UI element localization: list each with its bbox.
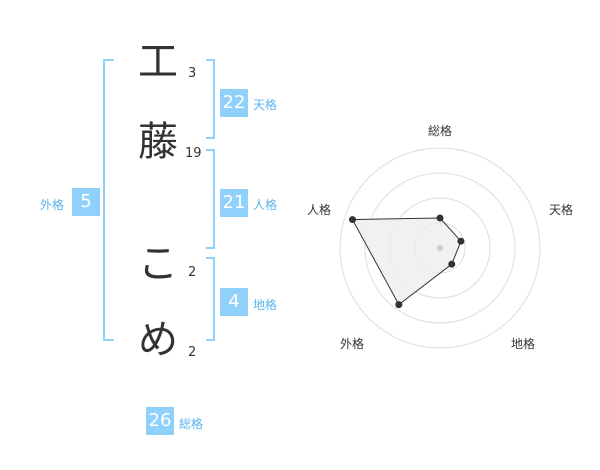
radar-axis-label-tenkaku: 天格 [549, 203, 574, 217]
chikaku-bracket [206, 257, 215, 341]
jinkaku-value: 21 [220, 189, 248, 217]
name-char-1: 工 [138, 39, 178, 85]
radar-point-3 [395, 301, 403, 309]
radar-ring [364, 172, 516, 324]
gaikaku-value: 5 [72, 188, 100, 216]
gaikaku-bracket [103, 59, 114, 341]
stroke-count-1: 3 [188, 66, 197, 81]
radar-axis-label-soukaku: 総格 [428, 124, 453, 138]
stroke-count-3: 2 [188, 265, 197, 280]
radar-axis-label-gaikaku: 外格 [340, 337, 365, 351]
radar-axis-label-chikaku: 地格 [511, 337, 536, 351]
jinkaku-bracket [206, 149, 215, 249]
tenkaku-bracket [206, 59, 215, 139]
tenkaku-value: 22 [220, 89, 248, 117]
stroke-count-4: 2 [188, 345, 197, 360]
soukaku-label: 総格 [179, 417, 204, 431]
chikaku-label: 地格 [253, 298, 278, 312]
radar-point-4 [349, 216, 357, 224]
radar-point-2 [448, 260, 456, 268]
radar-ring [339, 147, 541, 349]
chikaku-value: 4 [220, 288, 248, 316]
name-char-4: め [138, 317, 178, 363]
radar-axis-label-jinkaku: 人格 [307, 203, 332, 217]
radar-point-1 [457, 237, 465, 245]
radar-polygon [351, 217, 462, 306]
jinkaku-label: 人格 [253, 198, 278, 212]
tenkaku-label: 天格 [253, 98, 278, 112]
name-char-2: 藤 [138, 119, 178, 165]
radar-point-0 [436, 214, 444, 222]
soukaku-value: 26 [146, 407, 174, 435]
stroke-count-2: 19 [185, 146, 202, 161]
gaikaku-label: 外格 [40, 198, 65, 212]
radar-center-dot [437, 245, 443, 251]
name-char-3: こ [138, 241, 178, 287]
